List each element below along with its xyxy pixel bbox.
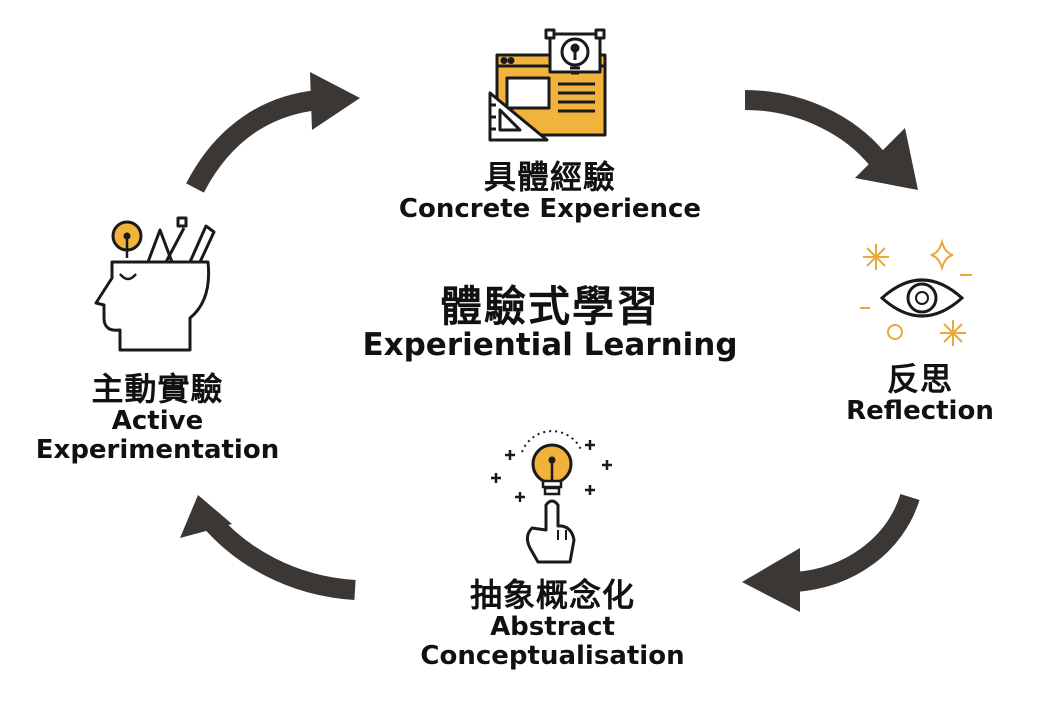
stage-concrete-experience: 具體經驗 Concrete Experience: [380, 158, 720, 225]
stage-label-chinese: 具體經驗: [483, 158, 616, 196]
stage-label-english-line2: Experimentation: [35, 434, 280, 465]
stage-label-english-line1: Abstract: [490, 612, 615, 643]
arrowhead-top-left: [310, 72, 360, 130]
arrow-reflection-to-abstract: [794, 493, 920, 592]
stage-reflection: 反思 Reflection: [820, 360, 1020, 427]
stage-label-chinese: 主動實驗: [91, 370, 224, 408]
stage-label-english-line2: Conceptualisation: [420, 640, 685, 671]
head-with-tools-icon: [94, 216, 216, 352]
design-window-lightbulb-icon: [488, 28, 607, 142]
arrow-active-to-concrete: [186, 90, 320, 193]
eye-sparkle-icon: [860, 238, 972, 346]
hand-pointing-lightbulb-icon: [491, 430, 612, 564]
stage-label-english-line1: Active: [111, 406, 204, 437]
center-title-chinese: 體驗式學習: [439, 282, 660, 331]
arrowhead-top-right: [855, 128, 918, 190]
center-title-english: Experiential Learning: [362, 327, 738, 363]
arrowhead-bottom-right: [742, 548, 800, 612]
stage-label-english: Reflection: [846, 396, 994, 427]
arrow-abstract-to-active: [202, 513, 356, 600]
arrow-concrete-to-reflection: [744, 90, 886, 167]
stage-active-experimentation: 主動實驗 Active Experimentation: [20, 370, 295, 465]
stage-label-english: Concrete Experience: [398, 194, 702, 225]
stage-label-chinese: 反思: [886, 360, 953, 398]
stage-abstract-conceptualisation: 抽象概念化 Abstract Conceptualisation: [400, 576, 705, 671]
arrowhead-bottom-left: [180, 495, 232, 538]
stage-label-chinese: 抽象概念化: [469, 576, 635, 614]
